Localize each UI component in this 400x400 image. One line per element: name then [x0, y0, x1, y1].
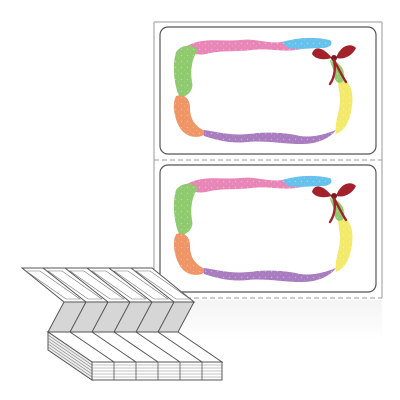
fanfold-top-strip [20, 267, 196, 303]
ribbon-frame-1 [170, 36, 360, 148]
bow-icon [312, 183, 356, 224]
label-2 [159, 164, 377, 293]
fanfold-stack-icon [20, 267, 224, 381]
fanfold-fold-strip [47, 301, 195, 333]
label-1 [159, 26, 377, 155]
ribbon-frame-2 [170, 174, 360, 286]
bow-icon [312, 45, 356, 86]
fanfold-stack-block [46, 331, 224, 381]
